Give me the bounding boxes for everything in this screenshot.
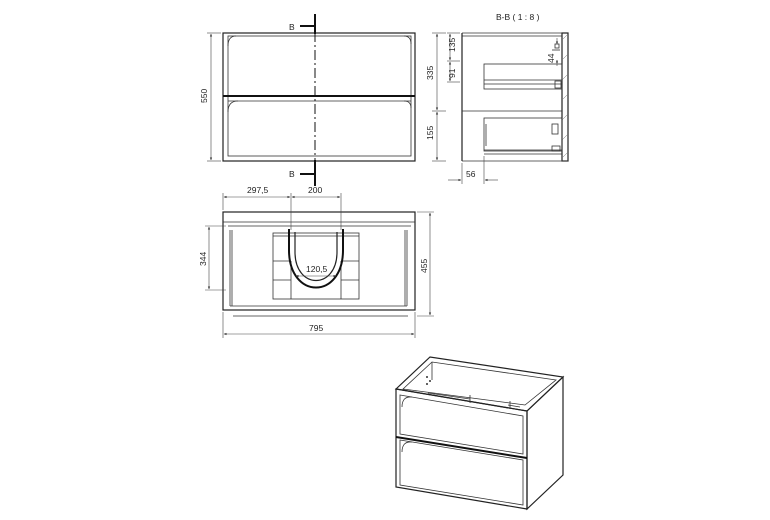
dim-overall-depth: 455	[419, 259, 429, 273]
dim-drawer-height: 335	[425, 66, 435, 80]
iso-slide-left	[427, 392, 471, 400]
dim-cutout-gap: 120,5	[306, 264, 328, 274]
section-marker-bottom: B	[289, 169, 295, 179]
iso-drawer-divider	[395, 436, 528, 459]
isometric-view	[394, 356, 565, 511]
section-view: B-B ( 1 : 8 ) 13	[425, 12, 569, 184]
section-lower-slide	[551, 123, 559, 135]
section-lower-drawer	[483, 117, 563, 152]
siphon-cutout	[288, 229, 344, 289]
section-marker-top: B	[289, 22, 295, 32]
section-title: B-B ( 1 : 8 )	[496, 12, 540, 22]
dim-left-offset: 297,5	[247, 185, 269, 195]
dim-depth-offset: 56	[466, 169, 476, 179]
top-view: 297,5 200 344 455 120,5 795	[198, 185, 434, 338]
iso-front-face	[395, 388, 528, 510]
dim-lower-drawer: 155	[425, 126, 435, 140]
dim-cutout-width: 200	[308, 185, 322, 195]
section-upper-slide	[554, 80, 562, 89]
dim-rail-offset: 91	[447, 68, 457, 78]
front-view: B B 550	[199, 14, 416, 186]
front-lower-curve	[227, 100, 239, 113]
front-corner-curve-right	[403, 35, 412, 45]
front-height-label: 550	[199, 89, 209, 103]
iso-side-face	[526, 375, 564, 511]
top-drawer-box	[272, 232, 360, 300]
dim-inner-depth: 344	[198, 252, 208, 266]
top-outer-frame	[222, 211, 416, 311]
iso-lower-drawer	[399, 439, 524, 506]
section-upper-drawer	[483, 63, 563, 90]
dim-slide-height: 44	[546, 53, 556, 63]
siphon-cutout-inner	[294, 232, 338, 281]
iso-upper-drawer	[399, 394, 524, 455]
dim-top-gap: 135	[447, 38, 457, 52]
front-lower-curve-right	[403, 100, 412, 109]
front-corner-curve	[227, 35, 237, 47]
dim-overall-width: 795	[309, 323, 323, 333]
